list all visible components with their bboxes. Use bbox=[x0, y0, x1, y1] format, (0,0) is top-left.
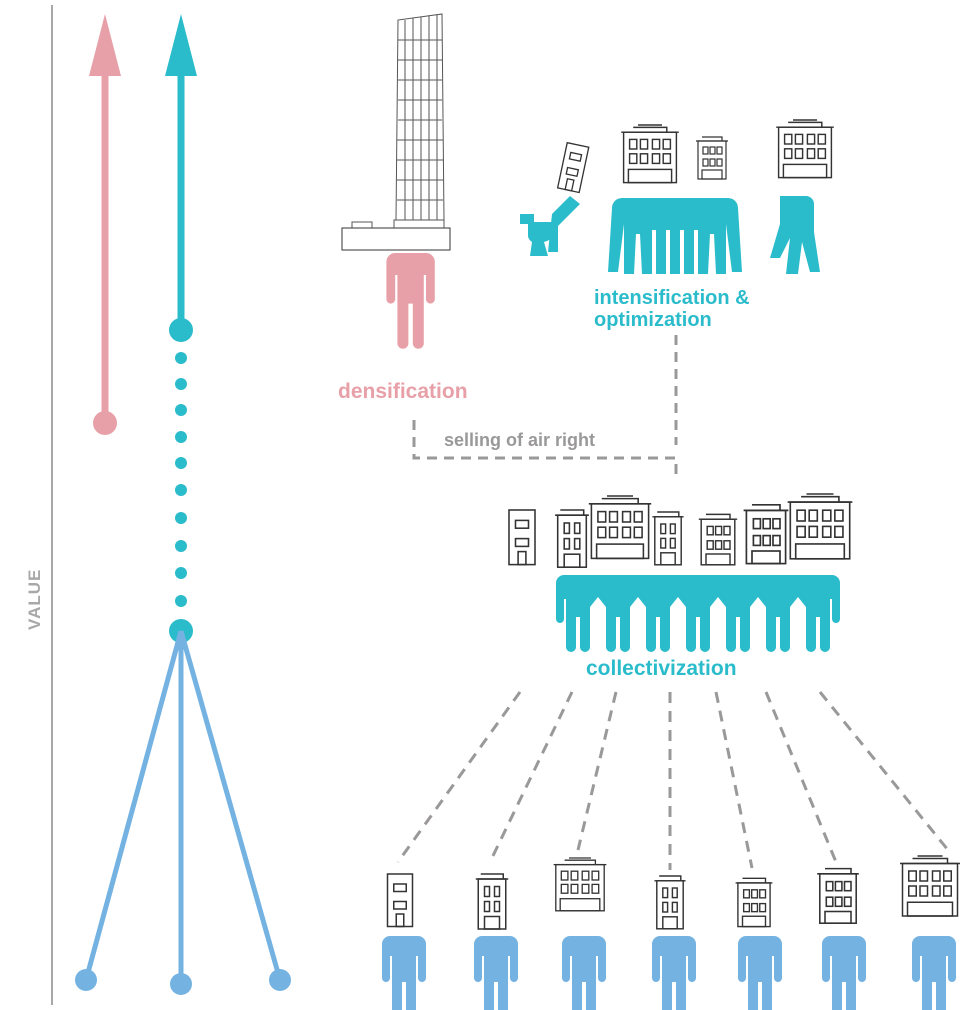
collectivization-figures bbox=[508, 493, 854, 652]
collective-links bbox=[396, 691, 950, 870]
collectivization-label: collectivization bbox=[586, 657, 737, 680]
densification-label: densification bbox=[338, 380, 468, 403]
intensification-label-line1: intensification & bbox=[594, 287, 750, 309]
air-right-label: selling of air right bbox=[444, 430, 595, 450]
individual-figures bbox=[378, 855, 961, 1010]
individual-branches bbox=[75, 630, 291, 995]
air-right-connector bbox=[412, 335, 678, 480]
collectivization-dots bbox=[169, 352, 193, 643]
densification-arrow bbox=[89, 14, 121, 435]
intensification-arrow bbox=[165, 14, 197, 342]
value-axis-label: VALUE bbox=[25, 569, 44, 630]
intensification-label-line2: optimization bbox=[594, 309, 712, 331]
tower-building bbox=[341, 13, 451, 251]
intensification-figures bbox=[520, 119, 835, 274]
densification-figure bbox=[341, 13, 451, 349]
